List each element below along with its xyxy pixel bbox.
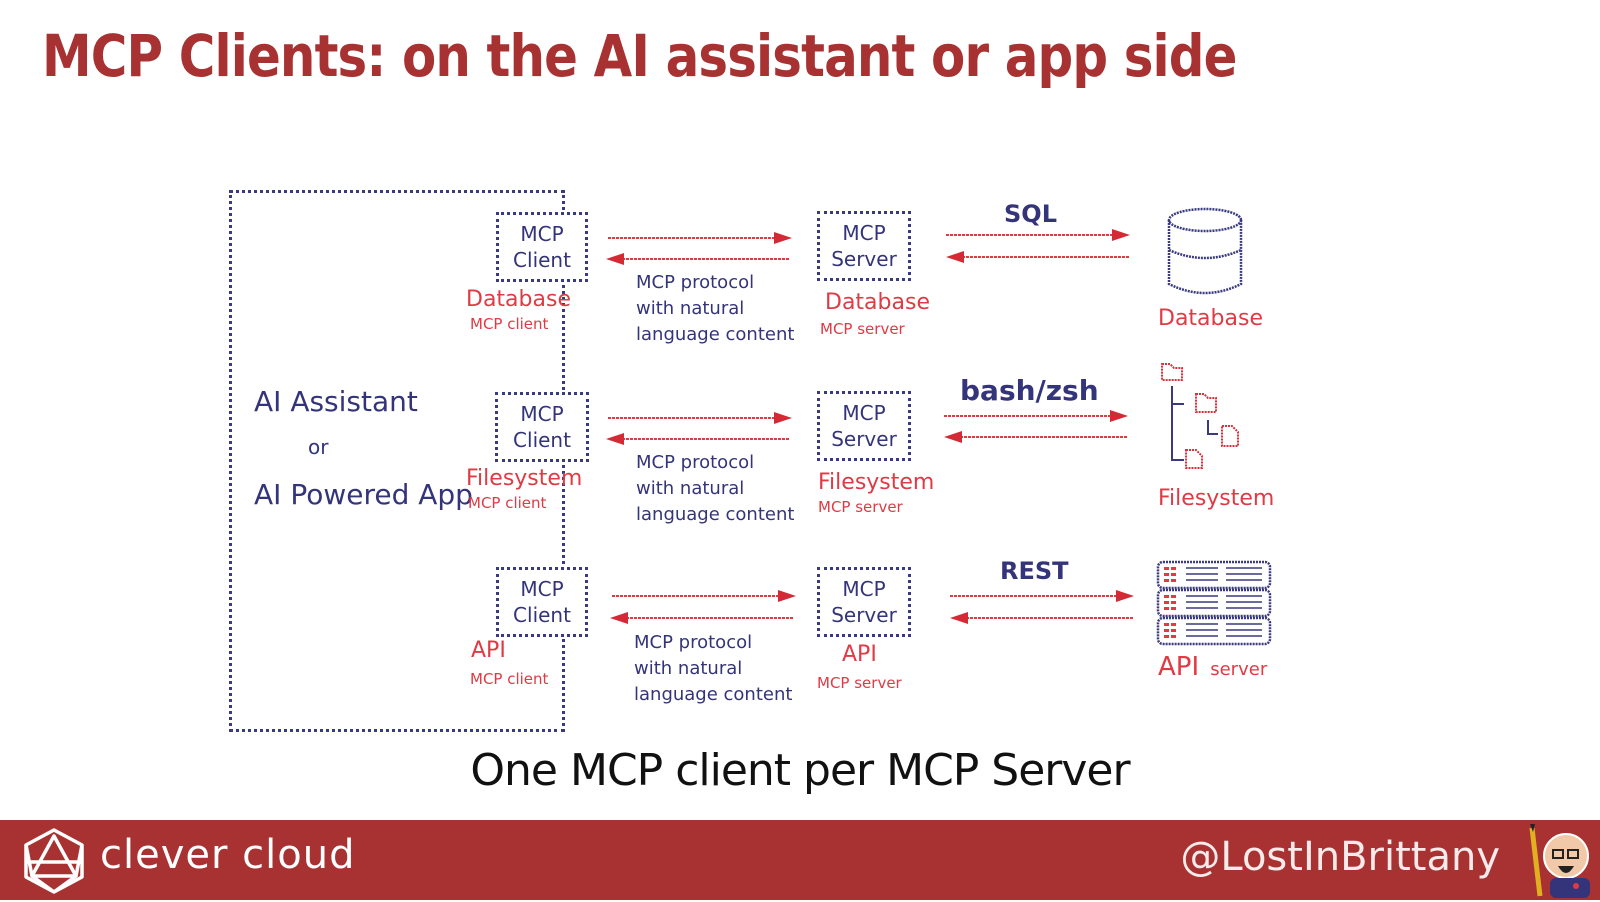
server-box-line1: MCP <box>842 577 886 601</box>
protocol-line1: MCP protocol <box>636 452 755 473</box>
client-label: API <box>471 638 506 663</box>
protocol-line1: MCP protocol <box>636 272 755 293</box>
server-box-line2: Server <box>831 603 897 627</box>
mcp-server-box: MCP Server <box>817 211 911 281</box>
protocol-line2: with natural <box>636 478 745 499</box>
mcp-client-box: MCP Client <box>496 567 588 637</box>
protocol-label: MCP protocol with natural language conte… <box>634 630 792 708</box>
app-label-line3: AI Powered App <box>254 478 473 511</box>
arrow-request <box>608 231 792 245</box>
protocol-line2: with natural <box>634 658 743 679</box>
server-label: Filesystem <box>818 470 935 495</box>
server-label: Database <box>825 290 930 315</box>
resource-label: API server <box>1158 652 1267 682</box>
transport-label: bash/zsh <box>960 374 1099 407</box>
protocol-line3: language content <box>636 324 795 345</box>
protocol-line1: MCP protocol <box>634 632 753 653</box>
client-sublabel: MCP client <box>470 315 549 333</box>
transport-label: REST <box>1000 557 1069 585</box>
protocol-label: MCP protocol with natural language conte… <box>636 450 794 528</box>
arrow-request <box>608 411 792 425</box>
arrow-response <box>606 432 790 446</box>
resource-label-sub: server <box>1210 659 1268 680</box>
server-rack-icon <box>1156 560 1272 650</box>
server-sublabel: MCP server <box>817 674 902 692</box>
mcp-client-box: MCP Client <box>496 212 588 282</box>
protocol-line3: language content <box>636 504 795 525</box>
server-label: API <box>842 642 877 667</box>
server-box-line2: Server <box>831 427 897 451</box>
arrow-response <box>950 611 1134 625</box>
arrow-response <box>606 252 790 266</box>
mcp-server-box: MCP Server <box>817 567 911 637</box>
twitter-handle: @LostInBrittany <box>1180 834 1500 880</box>
arrow-request <box>944 409 1128 423</box>
client-box-line1: MCP <box>520 402 564 426</box>
resource-label-main: API <box>1158 652 1200 682</box>
arrow-request <box>946 228 1130 242</box>
client-sublabel: MCP client <box>468 494 547 512</box>
server-sublabel: MCP server <box>818 498 903 516</box>
mcp-client-box: MCP Client <box>495 392 589 462</box>
app-label-line2: or <box>308 435 329 459</box>
folder-tree-icon <box>1160 362 1250 476</box>
client-box-line1: MCP <box>520 222 564 246</box>
server-box-line2: Server <box>831 247 897 271</box>
icosahedron-logo-icon <box>22 828 86 898</box>
app-label-line1: AI Assistant <box>254 385 418 418</box>
footer-bar: clever cloud @LostInBrittany <box>0 820 1600 900</box>
client-box-line2: Client <box>513 603 571 627</box>
client-sublabel: MCP client <box>470 670 549 688</box>
server-box-line1: MCP <box>842 401 886 425</box>
resource-label: Filesystem <box>1158 486 1275 511</box>
protocol-label: MCP protocol with natural language conte… <box>636 270 794 348</box>
client-box-line2: Client <box>513 248 571 272</box>
resource-label: Database <box>1158 306 1263 331</box>
cartoon-avatar-icon <box>1526 824 1596 902</box>
slide-caption: One MCP client per MCP Server <box>470 745 1130 796</box>
client-label: Database <box>466 287 571 312</box>
protocol-line2: with natural <box>636 298 745 319</box>
arrow-response <box>610 611 794 625</box>
client-box-line1: MCP <box>520 577 564 601</box>
mcp-server-box: MCP Server <box>817 391 911 461</box>
client-box-line2: Client <box>513 428 571 452</box>
database-cylinder-icon <box>1166 206 1244 302</box>
transport-label: SQL <box>1004 200 1057 228</box>
arrow-request <box>612 589 796 603</box>
server-sublabel: MCP server <box>820 320 905 338</box>
brand-name: clever cloud <box>100 832 356 878</box>
arrow-response <box>946 250 1130 264</box>
arrow-response <box>944 430 1128 444</box>
server-box-line1: MCP <box>842 221 886 245</box>
client-label: Filesystem <box>466 466 583 491</box>
slide-title: MCP Clients: on the AI assistant or app … <box>42 22 1237 90</box>
protocol-line3: language content <box>634 684 793 705</box>
arrow-request <box>950 589 1134 603</box>
